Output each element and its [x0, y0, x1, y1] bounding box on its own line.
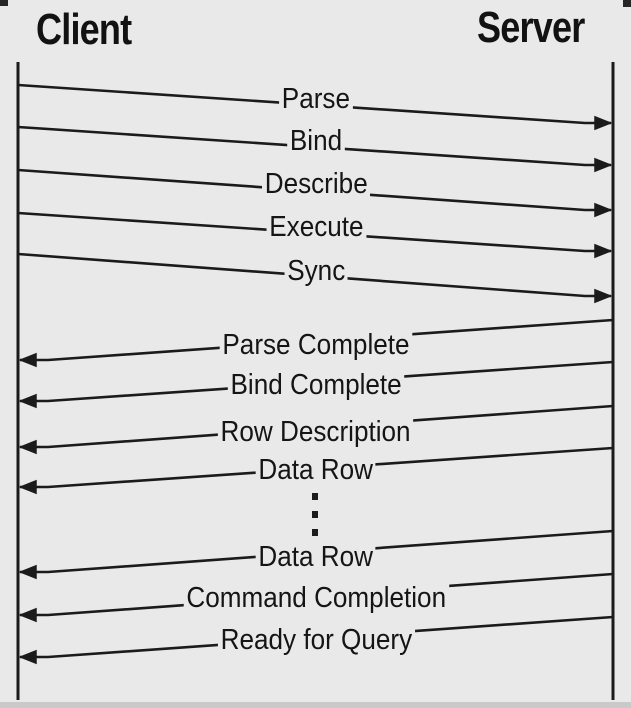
message-arrow-data-row [18, 446, 614, 495]
message-arrow-parse-complete [18, 318, 614, 368]
lifelines [16, 62, 615, 700]
ellipsis-dot [312, 493, 318, 500]
message-arrow-describe [17, 168, 613, 218]
message-label-parse: Parse [279, 84, 353, 114]
message-arrow-execute [17, 211, 613, 259]
message-arrow-row-description [18, 404, 614, 455]
corner-artifact-top-left [0, 0, 8, 6]
actor-title-client: Client [36, 5, 132, 54]
message-arrow-data-row [18, 529, 614, 580]
message-label-sync: Sync [284, 256, 348, 286]
message-label-command-completion: Command Completion [183, 583, 449, 613]
message-label-row-description: Row Description [218, 417, 414, 447]
message-arrow-bind-complete [18, 360, 614, 409]
message-arrow-ready-for-query [18, 615, 614, 665]
message-arrow-sync [17, 252, 613, 304]
message-label-describe: Describe [261, 169, 371, 199]
corner-artifact-top-right [623, 0, 631, 7]
ellipsis-dot [312, 529, 318, 536]
message-label-bind-complete: Bind Complete [227, 370, 405, 400]
bottom-edge-strip [0, 702, 631, 708]
message-label-ready-for-query: Ready for Query [217, 625, 415, 655]
message-arrow-bind [17, 125, 613, 173]
message-label-parse-complete: Parse Complete [219, 330, 413, 360]
message-arrow-parse [17, 83, 613, 131]
ellipsis-dot [312, 511, 318, 518]
message-label-execute: Execute [266, 212, 366, 242]
message-label-data-row: Data Row [256, 542, 377, 572]
actor-title-server: Server [477, 3, 585, 52]
message-label-bind: Bind [287, 126, 345, 156]
message-label-data-row: Data Row [256, 455, 377, 485]
